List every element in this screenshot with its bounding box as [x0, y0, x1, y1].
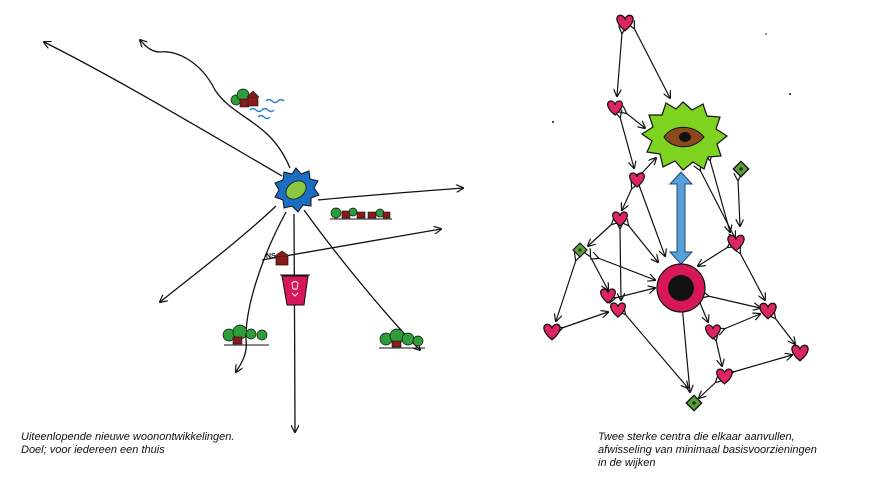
houses-row-icon — [330, 207, 392, 220]
heart-icon — [543, 323, 561, 341]
heart-icon — [791, 344, 809, 362]
trees-house-southeast-icon — [379, 328, 425, 349]
heart-icon — [616, 14, 634, 32]
heart-icon — [759, 302, 777, 320]
link — [628, 225, 658, 262]
city-center-icon — [274, 167, 320, 213]
stray-dots — [552, 33, 791, 123]
station-label: NS — [266, 253, 276, 260]
left-caption: Uiteenlopende nieuwe woonontwikkelingen.… — [21, 431, 321, 457]
arrow-east — [317, 188, 463, 201]
link — [634, 28, 670, 98]
trees-house-west-icon — [222, 324, 269, 346]
arrow-southwest — [160, 205, 277, 302]
left-diagram: NS — [44, 40, 463, 432]
network-links — [556, 28, 795, 398]
heart-icon — [610, 302, 626, 318]
right-caption: Twee sterke centra die elkaar aanvullen,… — [598, 431, 878, 470]
heart-nodes — [543, 14, 809, 385]
link — [700, 170, 735, 238]
link — [698, 247, 728, 266]
link — [682, 305, 690, 392]
civic-shield-icon — [280, 274, 310, 306]
right-diagram — [543, 14, 809, 412]
heart-icon — [629, 172, 645, 188]
link — [625, 314, 688, 388]
arrow-southwest-curve — [236, 211, 287, 372]
link — [622, 188, 632, 210]
link — [733, 355, 792, 372]
left-caption-line-2: Doel; voor iedereen een thuis — [21, 444, 165, 456]
centre-connector-arrow — [668, 171, 694, 265]
link — [775, 318, 795, 344]
link — [626, 113, 645, 128]
link — [716, 340, 722, 366]
left-caption-line-1: Uiteenlopende nieuwe woonontwikkelingen. — [21, 431, 235, 443]
arrow-southeast — [303, 209, 420, 350]
link — [615, 288, 655, 298]
link — [556, 260, 576, 321]
heart-icon — [612, 211, 628, 227]
link — [598, 258, 655, 280]
link — [588, 224, 612, 246]
water-waves-icon — [249, 98, 285, 120]
link — [620, 117, 634, 168]
link — [699, 382, 716, 398]
heart-icon — [607, 100, 623, 116]
right-caption-line-1: Twee sterke centra die elkaar aanvullen, — [598, 431, 795, 443]
link — [724, 314, 760, 329]
link — [639, 185, 665, 256]
arrow-east-low — [261, 229, 441, 261]
link — [708, 296, 760, 308]
link — [620, 228, 621, 300]
right-caption-line-2: afwisseling van minimaal basisvoorzienin… — [598, 444, 817, 456]
link — [617, 33, 622, 96]
diamond-icon — [572, 242, 588, 258]
arrow-north — [140, 40, 291, 169]
link — [700, 303, 708, 322]
heart-icon — [705, 324, 721, 340]
heart-icon — [716, 368, 733, 385]
link — [642, 158, 656, 173]
arrow-south — [294, 213, 295, 432]
train-station-icon: NS — [266, 250, 290, 266]
right-caption-line-3: in de wijken — [598, 457, 656, 469]
link — [740, 253, 765, 300]
link — [562, 312, 608, 328]
heart-icon — [727, 234, 745, 252]
arrow-northwest — [44, 42, 283, 177]
green-centre-eye-icon — [640, 101, 729, 171]
diamond-icon — [732, 160, 750, 178]
link — [738, 180, 740, 226]
heart-icon — [600, 288, 616, 304]
waterside-houses-icon — [230, 88, 285, 120]
magenta-centre-icon — [656, 263, 706, 313]
